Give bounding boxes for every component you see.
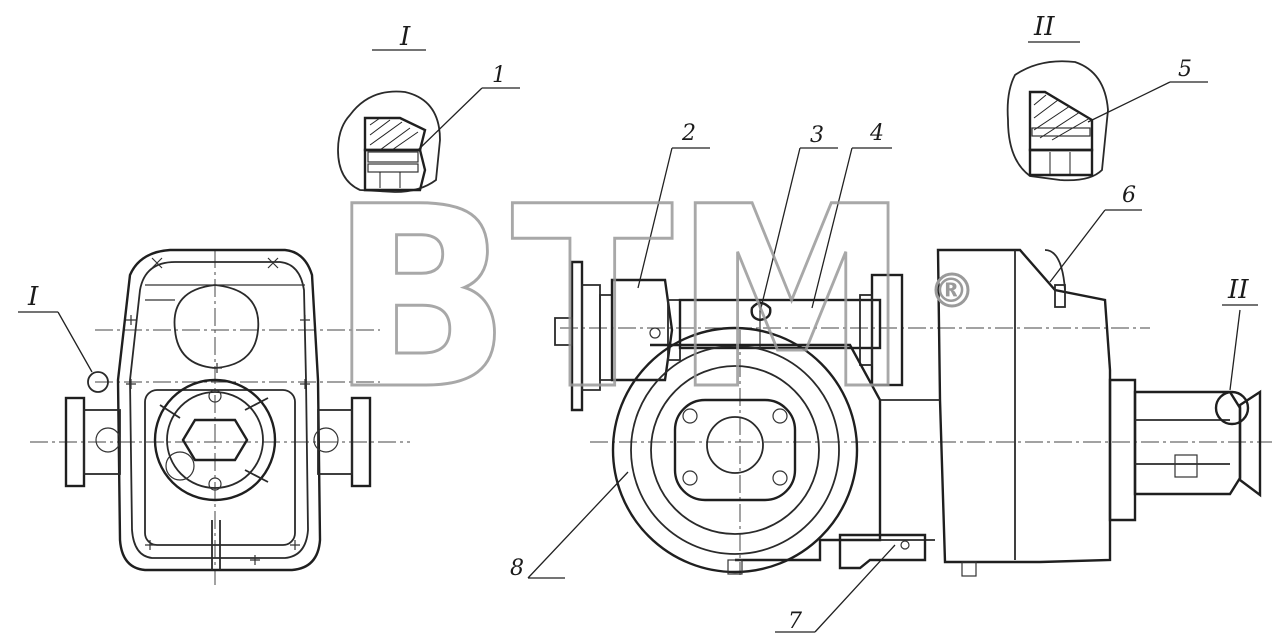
- registered-mark: ®: [934, 271, 968, 311]
- callout-6: 6: [1122, 183, 1136, 208]
- watermark-text: BTM: [330, 153, 910, 444]
- center-lines: [30, 250, 1272, 585]
- callout-3: 3: [810, 123, 824, 148]
- leader-lines: [18, 81, 1258, 633]
- callout-7: 7: [788, 609, 802, 634]
- detail-2-title: II: [1033, 12, 1055, 42]
- callout-2: 2: [681, 121, 696, 146]
- detail-view-2: [1006, 60, 1109, 182]
- callout-5: 5: [1178, 57, 1192, 82]
- btm-watermark-logo: BTM ®: [329, 152, 970, 446]
- detail-1-title: I: [399, 22, 411, 52]
- callout-1: 1: [492, 63, 506, 88]
- view-labels: I II I II: [27, 12, 1249, 312]
- side-view-assembly: [554, 248, 1262, 577]
- callout-numbers: 1 2 3 4 5 6 7 8: [492, 57, 1192, 634]
- detail-view-1: [337, 90, 441, 193]
- section-ref-1: I: [27, 282, 39, 312]
- end-view-housing: [64, 248, 372, 572]
- callout-4: 4: [869, 121, 884, 146]
- section-ref-2: II: [1227, 275, 1249, 305]
- callout-8: 8: [510, 556, 524, 581]
